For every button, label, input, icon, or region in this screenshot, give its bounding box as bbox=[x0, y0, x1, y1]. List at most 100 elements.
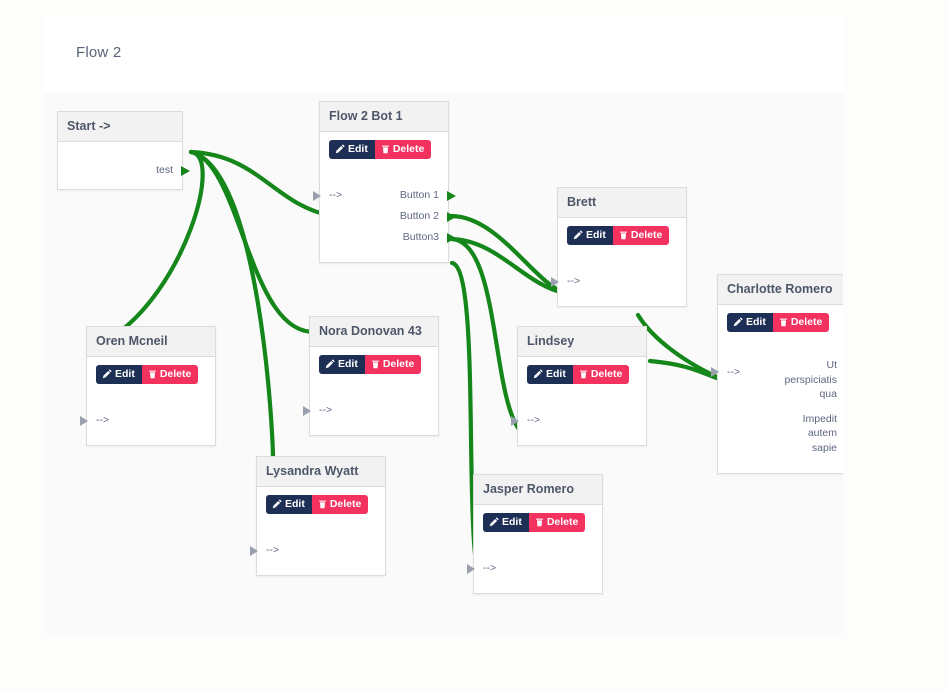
port-row-filler bbox=[590, 562, 593, 574]
node-action-row: Edit Delete bbox=[718, 313, 843, 332]
node-ports: --> bbox=[303, 400, 438, 435]
trash-icon bbox=[148, 368, 160, 380]
output-port-marker[interactable] bbox=[447, 190, 456, 201]
edit-button[interactable]: Edit bbox=[96, 365, 142, 384]
input-port-label: --> bbox=[96, 414, 110, 426]
edge-connector[interactable] bbox=[449, 213, 568, 296]
node-title: Start -> bbox=[58, 112, 182, 142]
port-row-filler bbox=[373, 544, 376, 556]
delete-button-label: Delete bbox=[590, 368, 623, 380]
port-row-filler bbox=[426, 404, 429, 416]
delete-button[interactable]: Delete bbox=[528, 513, 586, 532]
port-row: --> bbox=[80, 410, 215, 431]
edge-connector[interactable] bbox=[449, 236, 568, 296]
port-row: test bbox=[58, 160, 190, 181]
node-bottom-padding bbox=[718, 465, 843, 473]
edit-button[interactable]: Edit bbox=[727, 313, 773, 332]
edit-button[interactable]: Edit bbox=[319, 355, 365, 374]
edit-button[interactable]: Edit bbox=[567, 226, 613, 245]
input-port-marker[interactable] bbox=[711, 367, 719, 377]
delete-button[interactable]: Delete bbox=[772, 313, 830, 332]
pencil-icon bbox=[272, 498, 285, 510]
input-port-marker[interactable] bbox=[467, 563, 475, 574]
output-port-marker[interactable] bbox=[447, 211, 456, 222]
node-title: Lindsey bbox=[518, 327, 646, 357]
flow-node-nora[interactable]: Nora Donovan 43 Edit Delete --> bbox=[303, 316, 439, 436]
trash-icon bbox=[381, 143, 393, 155]
edit-button[interactable]: Edit bbox=[527, 365, 573, 384]
input-port-marker[interactable] bbox=[313, 190, 321, 201]
node-ports: --> bbox=[551, 271, 686, 306]
edit-button-label: Edit bbox=[348, 143, 368, 155]
delete-button[interactable]: Delete bbox=[612, 226, 670, 245]
node-action-row: Edit Delete bbox=[257, 495, 385, 514]
node-body: Edit Delete --> bbox=[80, 357, 215, 445]
input-port-label: --> bbox=[329, 189, 343, 201]
port-row: --> bbox=[511, 410, 646, 431]
trash-icon bbox=[371, 358, 383, 370]
node-bottom-padding bbox=[257, 561, 385, 575]
input-port-label: --> bbox=[527, 414, 541, 426]
node-body: test bbox=[58, 142, 190, 189]
output-port-marker[interactable] bbox=[447, 232, 456, 243]
node-body: Edit Delete --> bbox=[467, 505, 602, 593]
flow-node-flow2bot1[interactable]: Flow 2 Bot 1 Edit Delete --> Button 1 Button … bbox=[313, 101, 456, 263]
node-ports: --> bbox=[467, 558, 602, 593]
delete-button[interactable]: Delete bbox=[374, 140, 432, 159]
input-port-marker[interactable] bbox=[551, 276, 559, 287]
node-action-row: Edit Delete bbox=[87, 365, 215, 384]
edit-button[interactable]: Edit bbox=[483, 513, 529, 532]
port-row-filler bbox=[634, 414, 637, 426]
pencil-icon bbox=[733, 316, 746, 328]
delete-button-label: Delete bbox=[382, 358, 415, 370]
edit-button[interactable]: Edit bbox=[266, 495, 312, 514]
pencil-icon bbox=[489, 516, 502, 528]
delete-button[interactable]: Delete bbox=[141, 365, 199, 384]
pencil-icon bbox=[102, 368, 115, 380]
node-action-row: Edit Delete bbox=[310, 355, 438, 374]
output-port-label: Button 2 bbox=[399, 210, 439, 222]
delete-button[interactable]: Delete bbox=[364, 355, 422, 374]
port-row: --> bbox=[303, 400, 438, 421]
node-title: Nora Donovan 43 bbox=[310, 317, 438, 347]
node-bottom-padding bbox=[87, 431, 215, 445]
node-spacer bbox=[58, 150, 182, 152]
node-title: Oren Mcneil bbox=[87, 327, 215, 357]
delete-button-label: Delete bbox=[790, 316, 823, 328]
delete-button[interactable]: Delete bbox=[572, 365, 630, 384]
edit-button[interactable]: Edit bbox=[329, 140, 375, 159]
delete-button[interactable]: Delete bbox=[311, 495, 369, 514]
delete-button-label: Delete bbox=[329, 498, 362, 510]
delete-button-label: Delete bbox=[546, 516, 579, 528]
edge-connector[interactable] bbox=[188, 149, 335, 219]
edge-connector[interactable] bbox=[188, 149, 329, 335]
flow-node-start[interactable]: Start -> test bbox=[57, 111, 190, 190]
node-ports: test bbox=[58, 160, 190, 189]
output-port-label: test bbox=[156, 164, 173, 176]
node-title: Flow 2 Bot 1 bbox=[320, 102, 448, 132]
input-port-marker[interactable] bbox=[80, 415, 88, 426]
output-port-label: Ut bbox=[826, 359, 838, 371]
trash-icon bbox=[779, 316, 791, 328]
output-port-marker[interactable] bbox=[181, 165, 190, 176]
output-port-label: autem bbox=[807, 427, 837, 439]
input-port-marker[interactable] bbox=[303, 405, 311, 416]
input-port-marker[interactable] bbox=[250, 545, 258, 556]
delete-button-label: Delete bbox=[159, 368, 192, 380]
output-port-label: Button 1 bbox=[399, 189, 439, 201]
input-port-marker[interactable] bbox=[511, 415, 519, 426]
port-row: --> Button 1 bbox=[313, 185, 456, 206]
